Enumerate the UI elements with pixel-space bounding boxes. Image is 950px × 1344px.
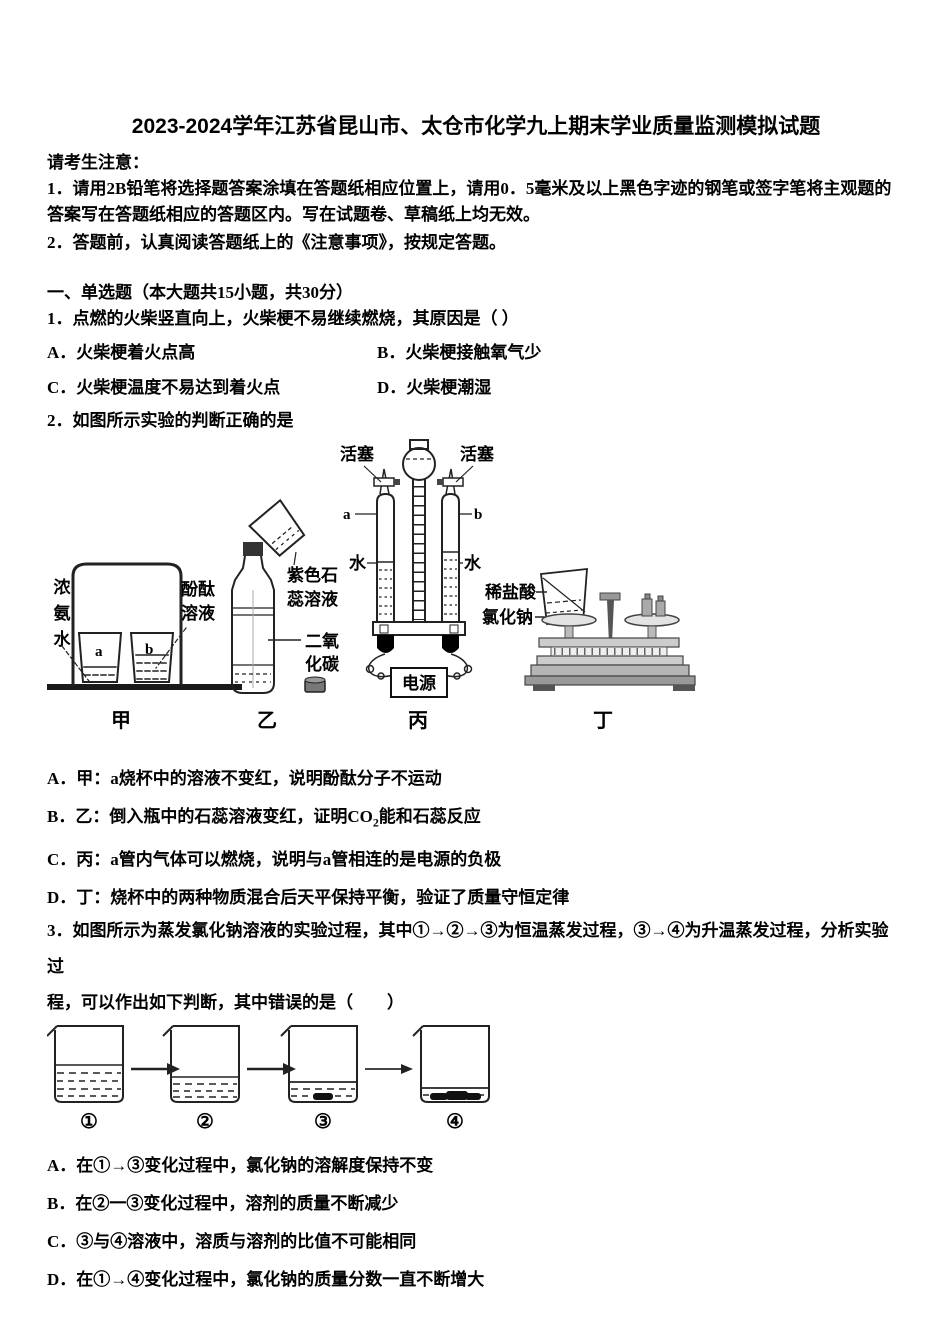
page-title: 2023-2024学年江苏省昆山市、太仓市化学九上期末学业质量监测模拟试题 [131, 115, 821, 138]
jia-beaker-a-label: a [95, 644, 103, 660]
yi-caption: 乙 [257, 710, 277, 732]
bing-piston-right-leader [455, 465, 474, 483]
bing-bulb [402, 439, 436, 481]
ding-balance [524, 592, 696, 691]
apparatus-bing: 电源 活塞 活塞 a b 水 水 丙 [340, 439, 495, 732]
yi-cap-on-table [304, 676, 326, 693]
jia-phenolphthalein-leader [155, 627, 187, 669]
evap-beaker-4-label: ④ [446, 1111, 464, 1133]
notice-item-2: 2．答题前，认真阅读答题纸上的《注意事项》，按规定答题。 [47, 233, 506, 252]
q3-option-a: A．在①→③变化过程中，氯化钠的溶解度保持不变 [47, 1156, 434, 1176]
evap-beaker-4: ④ [412, 1025, 490, 1133]
jia-beaker-b: b [129, 632, 175, 683]
bing-central-tube [412, 479, 426, 622]
q3-stem-line-2: 程，可以作出如下判断，其中错误的是（ ） [47, 993, 404, 1013]
yi-litmus-label-1: 紫色石 [287, 565, 338, 585]
yi-litmus-label-2: 蕊溶液 [287, 589, 338, 609]
jia-ammonia-leader [61, 645, 93, 686]
bing-caption: 丙 [408, 710, 428, 732]
bing-connector [372, 621, 466, 636]
q3-stem-line-1: 3．如图所示为蒸发氯化钠溶液的实验过程，其中①→②→③为恒温蒸发过程，③→④为升… [47, 921, 889, 977]
jia-beaker-b-label: b [145, 642, 153, 658]
q1-option-a: A．火柴梗着火点高 [47, 343, 196, 362]
ding-acid-label: 稀盐酸 [485, 582, 537, 602]
bing-piston-right-label: 活塞 [460, 444, 495, 464]
bing-piston-left-label: 活塞 [340, 444, 375, 464]
q3-option-d: D．在①→④变化过程中，氯化钠的质量分数一直不断增大 [47, 1270, 485, 1290]
bing-electrodes [377, 635, 459, 653]
bing-tube-b [437, 468, 464, 622]
q2-option-d: D．丁：烧杯中的两种物质混合后天平保持平衡，验证了质量守恒定律 [47, 888, 570, 908]
bing-piston-left-leader [363, 465, 382, 483]
jia-caption: 甲 [111, 710, 131, 732]
yi-co2-label-2: 化碳 [305, 654, 340, 674]
q3-option-b: B．在②一③变化过程中，溶剂的质量不断减少 [47, 1194, 399, 1214]
q1-options: A．火柴梗着火点高 B．火柴梗接触氧气少 C．火柴梗温度不易达到着火点 D．火柴… [47, 340, 905, 401]
jia-phenolphthalein-label-1: 酚酞 [181, 579, 215, 599]
yi-litmus-leader [293, 551, 297, 566]
evap-solid-4b [446, 1091, 468, 1101]
evap-beaker-2: ② [162, 1025, 240, 1133]
notice-item-1-line-1: 1．请用2B铅笔将选择题答案涂填在答题纸相应位置上，请用0．5毫米及以上黑色字迹… [47, 179, 892, 198]
evap-arrow-3 [365, 1064, 413, 1075]
jia-beaker-a: a [77, 632, 123, 683]
evap-arrow-1 [131, 1063, 180, 1076]
section-heading: 一、单选题（本大题共15小题，共30分） [47, 283, 353, 302]
yi-bottle [231, 555, 275, 694]
q1-stem: 1．点燃的火柴竖直向上，火柴梗不易继续燃烧，其原因是（ ） [47, 309, 519, 328]
evap-beaker-1: ① [47, 1025, 124, 1133]
q2-option-b-pre: B．乙：倒入瓶中的石蕊溶液变红，证明CO [47, 807, 373, 826]
ding-salt-label: 氯化钠 [482, 607, 533, 627]
notice-heading: 请考生注意： [47, 153, 149, 172]
q2-option-a: A．甲：a烧杯中的溶液不变红，说明酚酞分子不运动 [47, 769, 442, 788]
jia-base [47, 684, 242, 690]
q2-experiment-diagram: a b 浓氨水 酚酞 溶液 甲 [47, 439, 696, 732]
bing-water-right-label: 水 [464, 553, 482, 573]
evap-beaker-1-label: ① [80, 1111, 98, 1133]
evap-beaker-3-label: ③ [314, 1111, 332, 1133]
q2-option-b-subscript: 2 [372, 815, 379, 830]
bing-wires [365, 653, 473, 680]
bing-tube-a-label: a [343, 507, 351, 523]
q1-option-c: C．火柴梗温度不易达到着火点 [47, 378, 281, 397]
bell-jar [71, 562, 183, 686]
q2-option-c: C．丙：a管内气体可以燃烧，说明与a管相连的是电源的负极 [47, 850, 502, 870]
apparatus-ding: 稀盐酸 氯化钠 [482, 567, 696, 732]
q3-evaporation-diagram: ① ② ③ [47, 1025, 490, 1133]
bing-power-box: 电源 [390, 667, 448, 698]
bing-power-label: 电源 [402, 673, 436, 693]
jia-ammonia-label: 浓氨水 [51, 578, 71, 656]
yi-co2-label-1: 二氧 [305, 631, 339, 651]
evap-solid-3 [313, 1093, 333, 1101]
evap-beaker-3: ③ [280, 1025, 358, 1133]
notice-item-1-line-2: 答案写在答题纸相应的答题区内。写在试题卷、草稿纸上均无效。 [47, 205, 540, 224]
q2-option-b-post: 能和石蕊反应 [378, 807, 481, 826]
evap-beaker-2-label: ② [196, 1111, 214, 1133]
apparatus-yi: 紫色石 蕊溶液 二氧 化碳 乙 [231, 498, 340, 732]
q3-option-c: C．③与④溶液中，溶质与溶剂的比值不可能相同 [47, 1232, 417, 1252]
evap-solid-4a [430, 1093, 448, 1101]
exam-page: 2023-2024学年江苏省昆山市、太仓市化学九上期末学业质量监测模拟试题 请考… [47, 115, 905, 1290]
q2-option-b: B．乙：倒入瓶中的石蕊溶液变红，证明CO2能和石蕊反应 [47, 804, 905, 835]
yi-pouring-beaker [248, 498, 306, 557]
bing-water-left-label: 水 [349, 553, 367, 573]
q1-option-b: B．火柴梗接触氧气少 [377, 343, 542, 362]
jia-phenolphthalein-label-2: 溶液 [181, 603, 215, 623]
yi-bottle-cap [243, 542, 263, 556]
ding-caption: 丁 [593, 710, 613, 732]
bing-tube-a [373, 468, 400, 622]
bing-tube-b-label: b [474, 507, 482, 523]
apparatus-jia: a b 浓氨水 酚酞 溶液 甲 [47, 562, 242, 732]
q2-stem: 2．如图所示实验的判断正确的是 [47, 411, 294, 430]
evap-solid-4c [465, 1093, 481, 1101]
q1-option-d: D．火柴梗潮湿 [377, 378, 492, 397]
